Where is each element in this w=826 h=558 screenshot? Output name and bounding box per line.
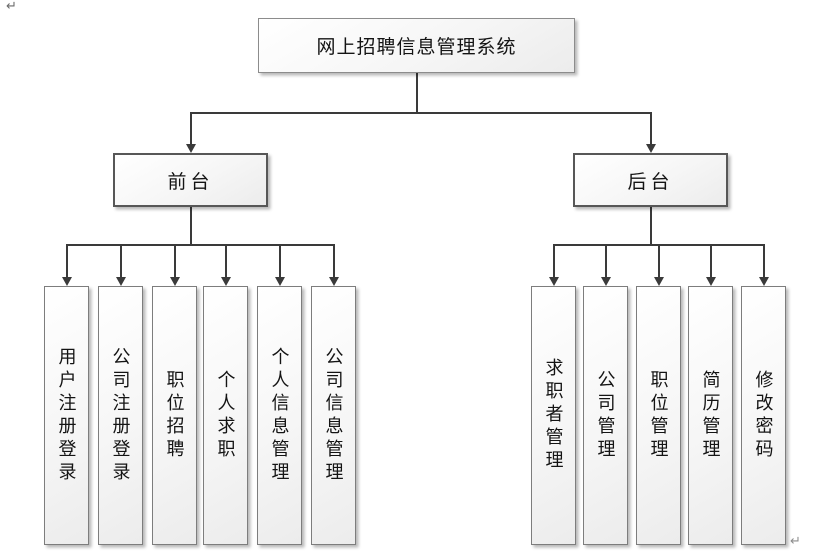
connector-drop [174,244,176,277]
node-label: 网上招聘信息管理系统 [316,37,517,58]
node-label: 公司注册登录 [110,346,131,485]
connector-backend-stem [650,207,652,244]
connector-drop [763,244,765,277]
connector-drop [553,244,555,277]
node-label: 职位管理 [648,369,669,462]
node-job-recruitment: 职位招聘 [152,286,197,545]
arrowhead-down-icon [62,277,72,286]
node-label: 个人求职 [215,369,236,462]
node-jobseeker-management: 求职者管理 [531,286,576,545]
connector-drop [66,244,68,277]
node-label: 前台 [167,171,214,193]
connector-root-stem [416,73,418,112]
node-company-register-login: 公司注册登录 [98,286,143,545]
node-label: 修改密码 [753,369,774,462]
arrowhead-down-icon [329,277,339,286]
node-personal-job-seeking: 个人求职 [203,286,248,545]
connector-level1-bus [190,112,652,114]
connector-drop [279,244,281,277]
node-label: 公司信息管理 [323,346,344,485]
node-label: 用户注册登录 [56,346,77,485]
node-backend: 后台 [573,153,728,207]
node-label: 公司管理 [595,369,616,462]
connector-drop-frontend [190,112,192,145]
paragraph-mark-icon: ↵ [6,0,17,14]
node-change-password: 修改密码 [741,286,786,545]
connector-drop [710,244,712,277]
arrowhead-down-icon [170,277,180,286]
node-frontend: 前台 [113,153,268,207]
node-resume-management: 简历管理 [688,286,733,545]
node-label: 简历管理 [700,369,721,462]
connector-drop [658,244,660,277]
connector-drop [120,244,122,277]
connector-frontend-stem [190,207,192,244]
arrowhead-down-icon [646,144,656,153]
node-job-management: 职位管理 [636,286,681,545]
node-label: 后台 [627,171,674,193]
arrowhead-down-icon [221,277,231,286]
node-label: 职位招聘 [164,369,185,462]
connector-drop [333,244,335,277]
arrowhead-down-icon [275,277,285,286]
arrowhead-down-icon [706,277,716,286]
node-personal-info-management: 个人信息管理 [257,286,302,545]
connector-drop [225,244,227,277]
node-label: 求职者管理 [543,358,564,473]
node-root-system: 网上招聘信息管理系统 [258,18,575,73]
connector-drop-backend [650,112,652,145]
paragraph-mark-icon: ↵ [790,534,801,549]
node-company-management: 公司管理 [583,286,628,545]
node-company-info-management: 公司信息管理 [311,286,356,545]
arrowhead-down-icon [759,277,769,286]
arrowhead-down-icon [549,277,559,286]
arrowhead-down-icon [186,144,196,153]
arrowhead-down-icon [601,277,611,286]
arrowhead-down-icon [654,277,664,286]
node-user-register-login: 用户注册登录 [44,286,89,545]
node-label: 个人信息管理 [269,346,290,485]
connector-drop [605,244,607,277]
connector-frontend-bus [66,244,335,246]
arrowhead-down-icon [116,277,126,286]
